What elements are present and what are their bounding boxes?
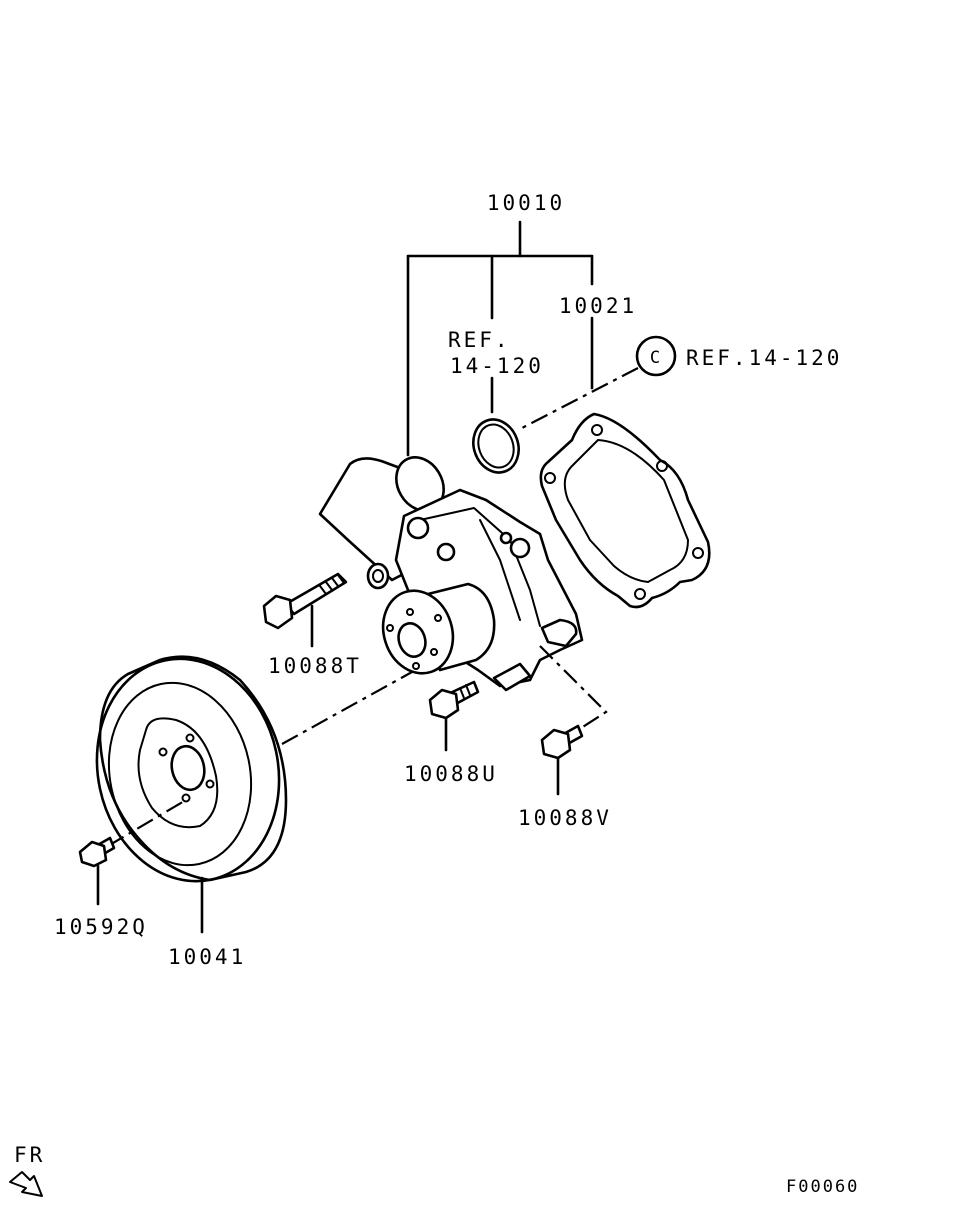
label-10088T: 10088T	[268, 654, 362, 678]
label-10592Q: 10592Q	[54, 915, 148, 939]
bolt-10088U[interactable]	[428, 680, 480, 752]
front-indicator: FR	[9, 1143, 45, 1197]
bolt-10592Q[interactable]	[78, 799, 187, 906]
label-10021: 10021	[559, 294, 637, 318]
label-10088U: 10088U	[404, 762, 498, 786]
assembly-bracket	[406, 220, 594, 457]
water-pump-body[interactable]	[318, 449, 584, 692]
label-10041: 10041	[168, 945, 246, 969]
label-oring-ref-1: REF.	[448, 328, 511, 352]
bolt-10088V[interactable]	[540, 724, 584, 796]
gasket[interactable]	[539, 412, 711, 609]
figure-code: F00060	[786, 1177, 859, 1197]
circle-c-letter: C	[650, 348, 662, 368]
label-10010: 10010	[487, 191, 565, 215]
front-arrow-icon	[9, 1171, 43, 1197]
ref-c-dashline	[521, 367, 639, 429]
pulley-dashline	[281, 671, 413, 745]
bolt-10088T[interactable]	[262, 572, 348, 648]
front-indicator-label: FR	[14, 1143, 45, 1167]
circle-c-symbol: C	[635, 335, 677, 377]
label-oring-ref-2: 14-120	[450, 354, 544, 378]
label-ref-c: REF.14-120	[686, 346, 842, 370]
label-10088V: 10088V	[518, 806, 612, 830]
bolt-v-dashline	[539, 645, 608, 731]
pulley[interactable]	[77, 642, 300, 934]
o-ring[interactable]	[466, 413, 526, 479]
